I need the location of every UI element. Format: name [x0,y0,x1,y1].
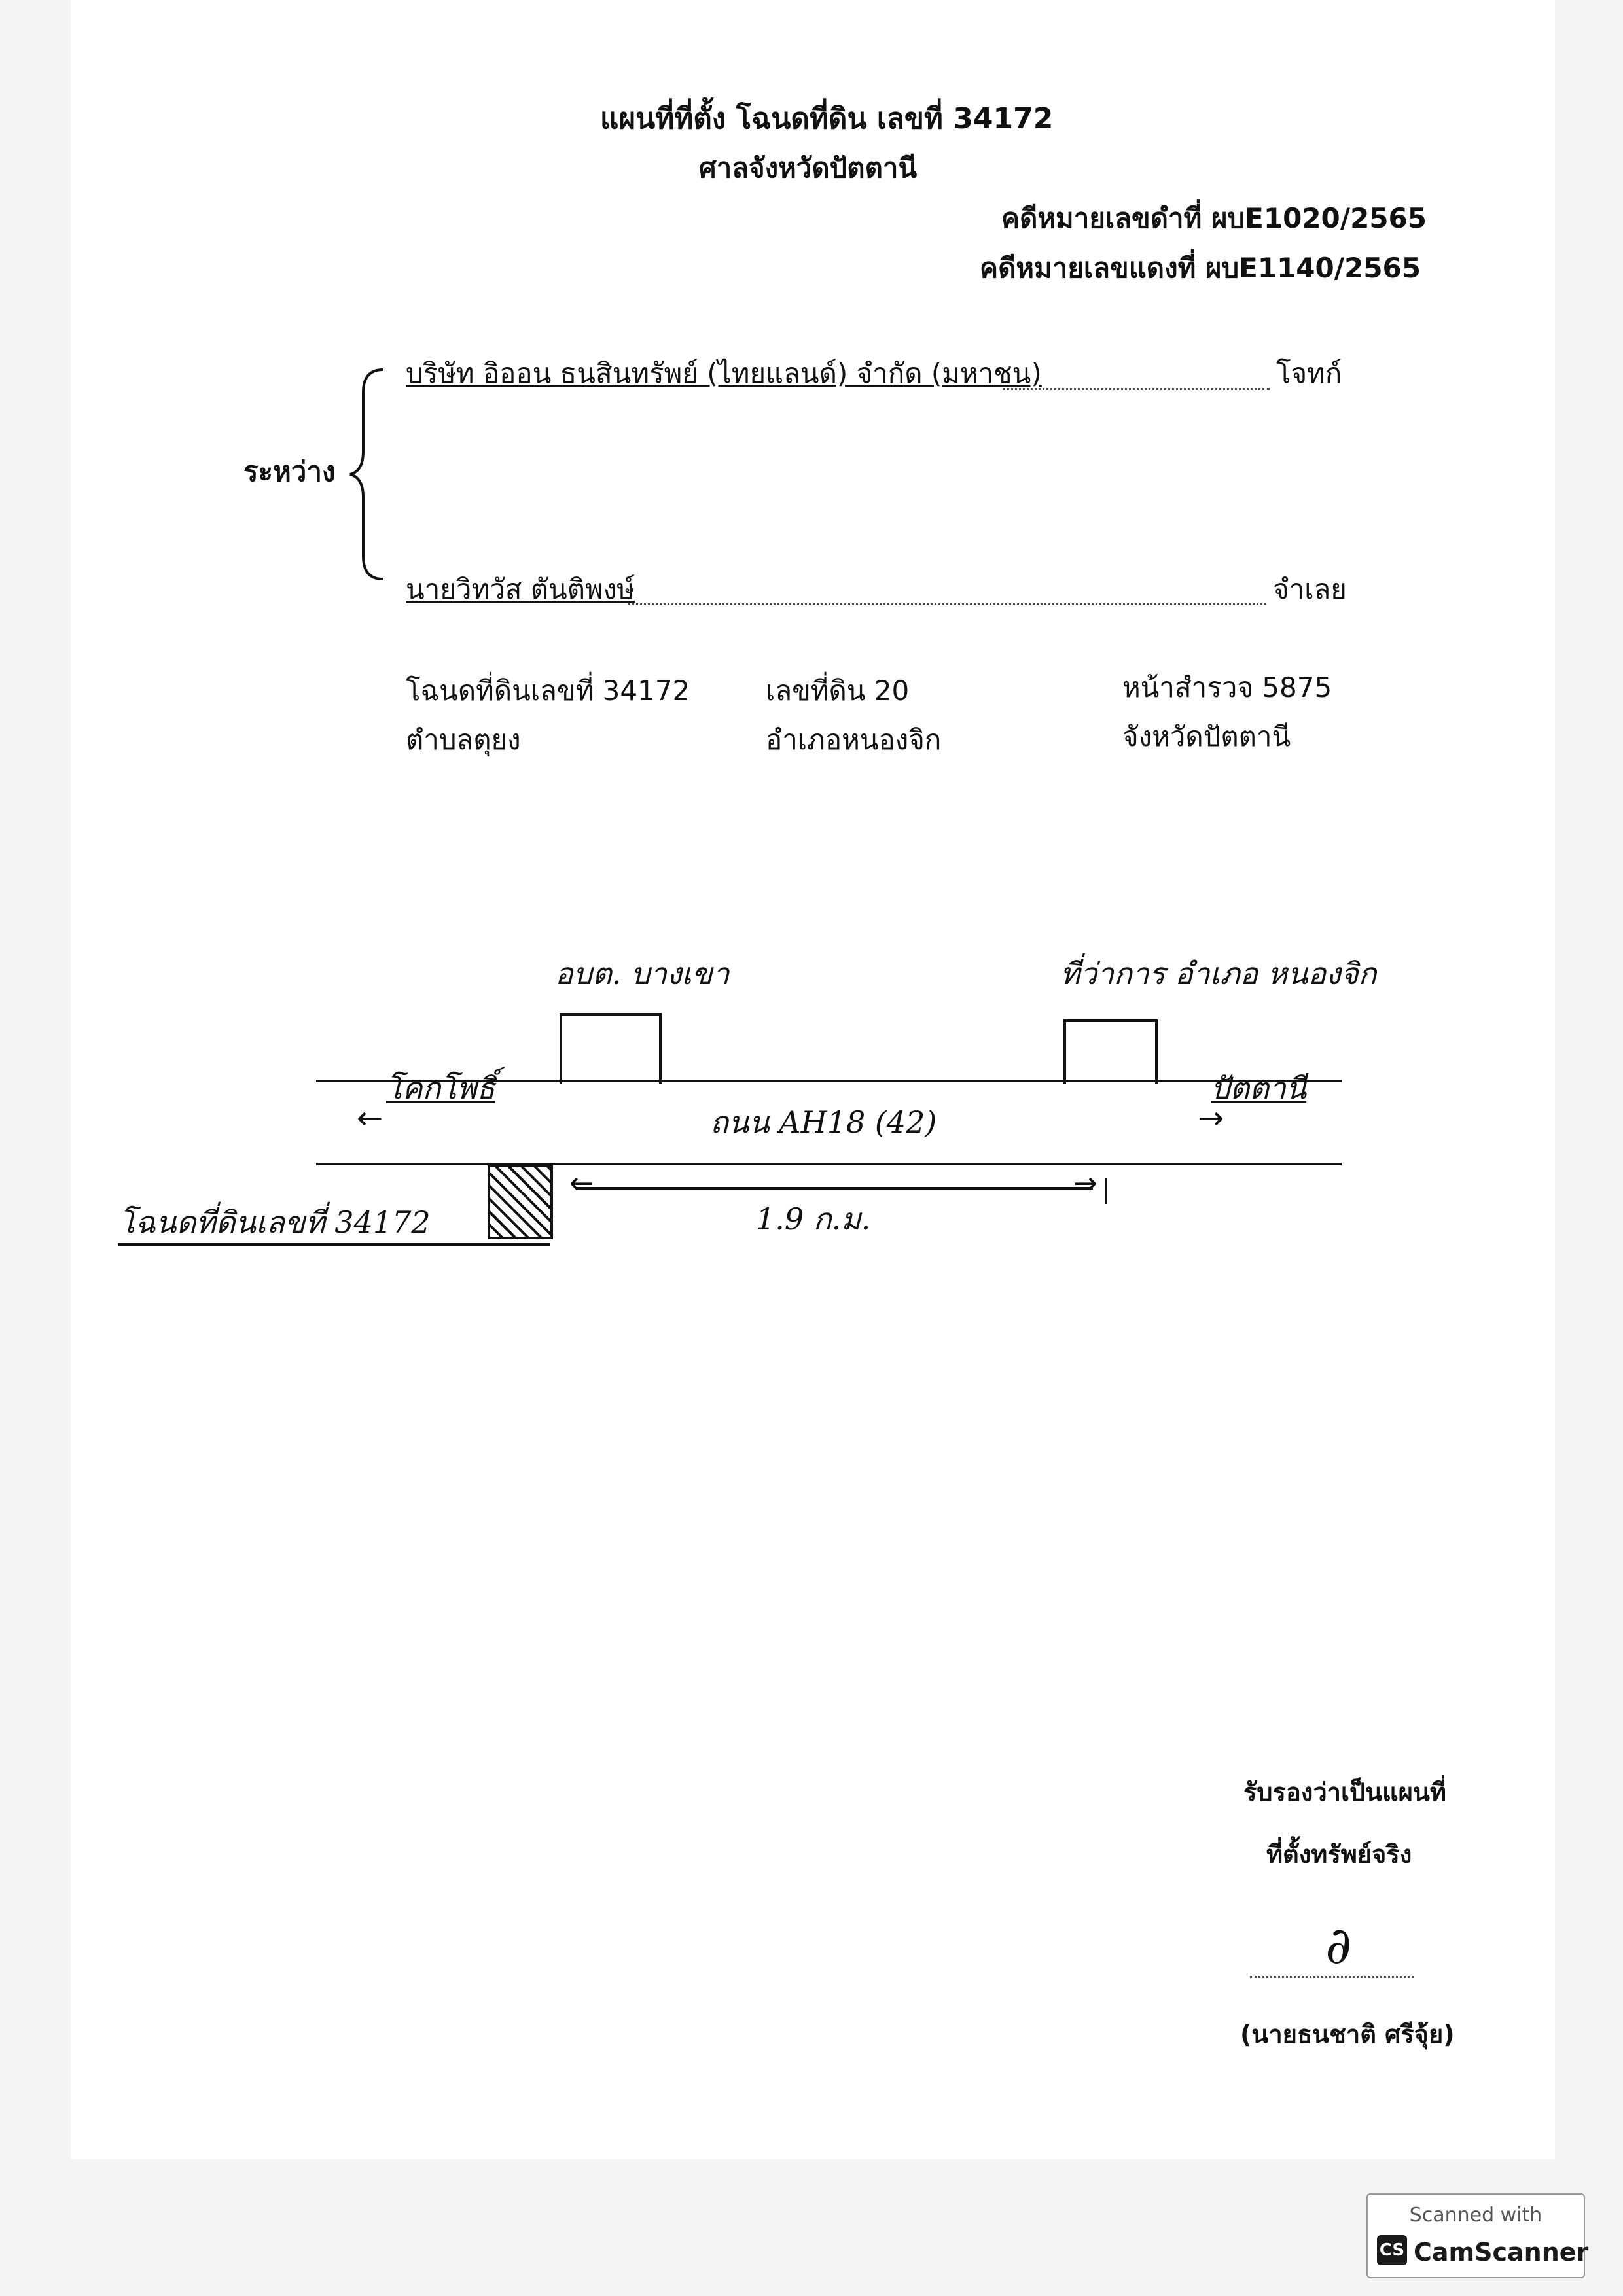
red-case-number: คดีหมายเลขแดงที่ ผบE1140/2565 [980,252,1421,284]
deed-number: โฉนดที่ดินเลขที่ 34172 [406,675,690,707]
province: จังหวัดปัตตานี [1122,720,1291,752]
road-bottom-edge [316,1163,1342,1165]
distance-end-tick [1105,1178,1107,1204]
camscanner-name: CamScanner [1414,2238,1589,2267]
camscanner-watermark: Scanned with CS CamScanner [1366,2193,1589,2278]
court-name: ศาลจังหวัดปัตตานี [699,152,918,184]
parcel-label-underline [118,1243,550,1246]
left-direction-arrow: ← [357,1100,383,1137]
plaintiff-dotted-line [1003,388,1270,390]
road-label: ถนน AH18 (42) [710,1104,937,1140]
between-label: ระหว่าง [243,455,336,487]
camscanner-logo-icon: CS [1377,2235,1407,2265]
document-title: แผนที่ที่ตั้ง โฉนดที่ดิน เลขที่ 34172 [600,102,1054,135]
subdistrict: ตำบลตุยง [406,724,521,756]
black-case-number: คดีหมายเลขดำที่ ผบE1020/2565 [1001,202,1427,234]
road-top-edge [316,1080,1342,1082]
signature-dotted-line [1250,1976,1414,1978]
scanned-with-text: Scanned with [1409,2204,1543,2227]
right-direction-arrow: → [1198,1100,1224,1137]
district: อำเภอหนองจิก [766,724,942,756]
distance-line [576,1187,1093,1190]
plaintiff-name: บริษัท อิออน ธนสินทรัพย์ (ไทยแลนด์) จำกั… [406,357,1042,389]
land-number: เลขที่ดิน 20 [766,675,910,707]
right-building [1063,1019,1158,1084]
signer-name: (นายธนชาติ ศรีจุ้ย) [1240,2020,1455,2049]
certify-line-2: ที่ตั้งทรัพย์จริง [1266,1840,1412,1869]
left-building-label: อบต. บางเขา [555,956,730,991]
parcel-label: โฉนดที่ดินเลขที่ 34172 [119,1205,431,1240]
brace-icon [349,368,383,580]
distance-arrow-left-head: ← [569,1167,594,1200]
survey-page: หน้าสำรวจ 5875 [1122,671,1332,703]
defendant-name: นายวิทวัส ตันติพงษ์ [406,573,635,605]
defendant-dotted-line [628,603,1266,605]
defendant-role: จำเลย [1273,573,1347,605]
right-direction-label: ปัตตานี [1211,1070,1307,1106]
left-direction-label: โคกโพธิ์ [386,1070,495,1106]
left-building [560,1013,662,1084]
distance-arrow-right-head: → [1073,1167,1097,1200]
plaintiff-role: โจทก์ [1276,357,1342,389]
certify-line-1: รับรองว่าเป็นแผนที่ [1243,1778,1446,1807]
parcel-marker [488,1165,553,1239]
distance-label: 1.9 ก.ม. [756,1201,871,1237]
signature: ∂ [1325,1916,1352,1975]
right-building-label: ที่ว่าการ อำเภอ หนองจิก [1060,956,1377,991]
